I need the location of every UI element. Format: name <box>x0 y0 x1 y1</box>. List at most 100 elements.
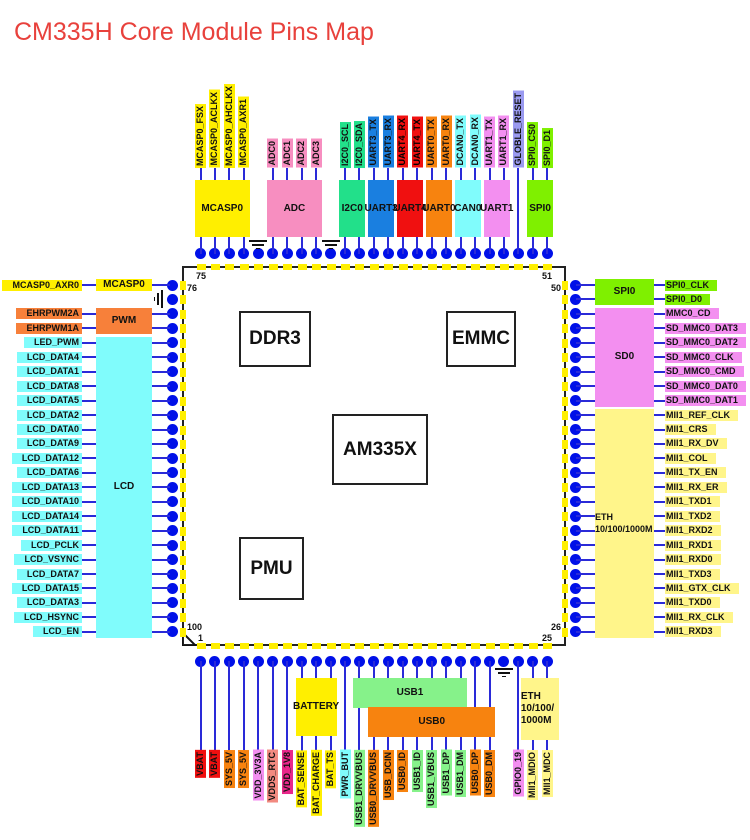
chip-pin-pad <box>384 643 394 649</box>
pin-dot <box>167 351 178 363</box>
chip-pin-pad <box>562 382 568 392</box>
right-pin-label: MII1_TXD3 <box>665 568 720 580</box>
right-pin-label: MII1_TXD2 <box>665 510 720 522</box>
pin-dot <box>570 322 581 334</box>
pin-dot <box>167 568 178 580</box>
left-pin-label: MCASP0_AXR0 <box>2 279 82 291</box>
right-pin-label: MII1_GTX_CLK <box>665 582 739 594</box>
pin-dot <box>167 525 178 537</box>
chip-pin-pad <box>398 264 408 270</box>
right-pin-label: MII1_RXD0 <box>665 554 721 566</box>
top-pin-label: ADC0 <box>267 139 279 168</box>
top-pin-label: MCASP0_ACLKX <box>209 90 221 168</box>
chip-pin-pad <box>180 439 186 449</box>
pin-dot <box>167 597 178 609</box>
pin-dot <box>570 293 581 305</box>
chip-pin-pad <box>225 643 235 649</box>
am335x-chip-outline: 75 51 76 100 1 25 50 26 DDR3 EMMC AM335X… <box>182 266 566 646</box>
chip-pin-pad <box>180 468 186 478</box>
bottom-pin-label: USB1_ID <box>411 750 423 793</box>
pin-wire <box>257 661 260 751</box>
chip-pin-pad <box>180 353 186 363</box>
top-pin-label: DCAN0_TX <box>455 116 467 168</box>
chip-pin-pad <box>254 643 264 649</box>
chip-pin-pad <box>562 367 568 377</box>
chip-pin-pad <box>180 396 186 406</box>
pin-dot <box>570 395 581 407</box>
chip-pin-pad <box>514 643 524 649</box>
chip-pin-pad <box>384 264 394 270</box>
chip-pin-pad <box>268 264 278 270</box>
chip-pin-pad <box>180 367 186 377</box>
left-pin-label: LCD_DATA5 <box>16 395 82 407</box>
left-pin-label: LCD_PCLK <box>20 539 82 551</box>
chip-pin-pad <box>514 264 524 270</box>
right-pin-label: SD_MMC0_DAT0 <box>665 380 746 392</box>
right-pin-label: MII1_TX_EN <box>665 467 726 479</box>
chip-pin-pad <box>341 643 350 649</box>
left-pin-label: LCD_DATA8 <box>16 380 82 392</box>
pin-dot <box>570 568 581 580</box>
pin-dot <box>167 409 178 421</box>
emmc-block: EMMC <box>446 311 516 367</box>
chip-pin-pad <box>283 643 293 649</box>
chip-pin-pad <box>254 264 264 270</box>
pin-number-75: 75 <box>196 271 207 281</box>
right-pin-label: SD_MMC0_DAT3 <box>665 322 746 334</box>
pin-wire <box>271 661 274 751</box>
chip-pin-pad <box>180 382 186 392</box>
bottom-pin-label: VDD_3V3A <box>252 750 264 801</box>
pin-wire <box>199 661 202 751</box>
right-pin-label: MII1_RXD3 <box>665 626 721 638</box>
right-pin-label: SD_MMC0_CLK <box>665 351 742 363</box>
pin-wire <box>228 661 231 751</box>
chip-pin-pad <box>341 264 350 270</box>
left-pin-label: LCD_DATA15 <box>11 582 82 594</box>
pin-dot <box>498 656 510 667</box>
top-pin-label: SPI0_D1 <box>541 127 553 168</box>
chip-pin-pad <box>355 643 365 649</box>
pin-dot <box>167 322 178 334</box>
chip-pin-pad <box>471 264 481 270</box>
pin-dot <box>167 626 178 638</box>
left-pin-label: EHRPWM1A <box>16 322 82 334</box>
pin-dot <box>570 409 581 421</box>
pin-dot <box>570 554 581 566</box>
right-pin-label: MMC0_CD <box>665 308 719 320</box>
chip-pin-pad <box>180 425 186 435</box>
left-group-pwm: PWM <box>96 307 152 335</box>
chip-pin-pad <box>499 264 509 270</box>
top-group-uart3: UART3 <box>364 180 398 237</box>
chip-pin-pad <box>180 598 186 608</box>
chip-pin-pad <box>456 643 466 649</box>
pin-wire <box>474 661 477 751</box>
pin-dot <box>167 293 178 305</box>
top-group-spi0: SPI0 <box>526 180 554 237</box>
pin-dot <box>167 366 178 378</box>
chip-pin-pad <box>562 512 568 522</box>
chip-pin-pad <box>180 324 186 334</box>
bottom-group-usb0: USB0 <box>367 707 496 737</box>
bottom-pin-label: SYS_5V <box>223 750 235 789</box>
right-group-sd0: SD0 <box>595 307 654 407</box>
right-pin-label: MII1_RXD2 <box>665 525 721 537</box>
top-pin-label: UART3_TX <box>368 117 380 168</box>
chip-pin-pad <box>180 411 186 421</box>
chip-pin-pad <box>543 643 553 649</box>
right-pin-label: MII1_REF_CLK <box>665 409 739 421</box>
bottom-pin-label: USB_DCIN <box>382 750 394 801</box>
chip-pin-pad <box>562 338 568 348</box>
chip-pin-pad <box>180 512 186 522</box>
left-group-lcd: LCD <box>96 336 152 638</box>
chip-pin-pad <box>485 643 495 649</box>
top-group-adc: ADC <box>266 180 323 237</box>
chip-pin-pad <box>239 643 249 649</box>
right-pin-label: MII1_RX_CLK <box>665 611 733 623</box>
top-pin-label: UART4_RX <box>397 116 409 168</box>
chip-pin-pad <box>180 295 186 305</box>
pin-dot <box>167 395 178 407</box>
pin-dot <box>167 510 178 522</box>
pin-dot <box>570 351 581 363</box>
pin-dot <box>570 279 581 291</box>
chip-pin-pad <box>180 281 186 290</box>
